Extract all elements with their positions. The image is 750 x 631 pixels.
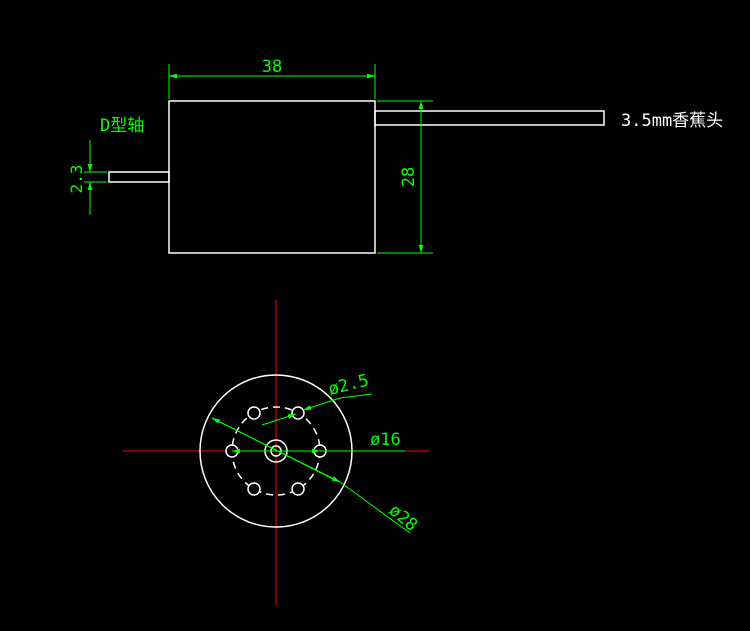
length-dimension-text: 38	[262, 57, 282, 77]
end-view: ø2.5 ø16 ø28	[123, 300, 430, 605]
motor-body	[168, 100, 376, 254]
pcd-dimension-text: ø16	[370, 430, 401, 450]
side-view: 38 28 2.3 D型轴 3.5mm香蕉头	[67, 57, 723, 254]
length-dimension	[168, 64, 376, 99]
banana-lead	[374, 110, 605, 126]
shaft-dimension	[84, 140, 107, 215]
shaft-label: D型轴	[100, 116, 144, 136]
hole	[247, 406, 261, 420]
hole	[247, 482, 261, 496]
hole	[291, 482, 305, 496]
outer-dimension-text: ø28	[385, 501, 421, 536]
mounting-holes	[225, 406, 327, 496]
outer-dimension	[211, 417, 411, 534]
hole	[291, 406, 305, 420]
lead-label: 3.5mm香蕉头	[621, 111, 723, 131]
hole-dimension	[261, 393, 373, 426]
shaft-dimension-text: 2.3	[67, 165, 86, 194]
d-shaft	[108, 171, 170, 183]
height-dimension-text: 28	[399, 167, 419, 187]
height-dimension	[377, 100, 433, 254]
